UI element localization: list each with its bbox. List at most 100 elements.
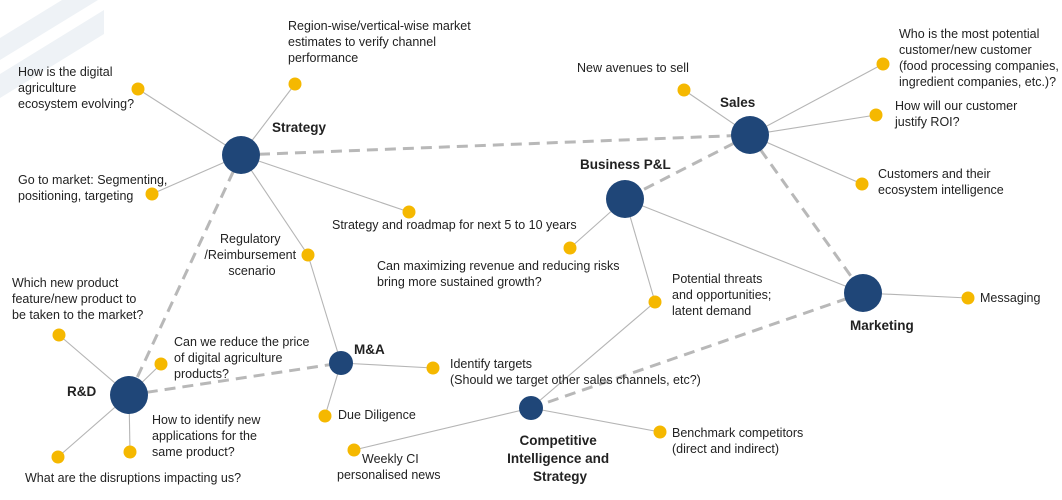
reduce-price-dot[interactable]	[154, 357, 168, 371]
new-product-item[interactable]: Which new product feature/new product to…	[12, 276, 143, 342]
new-applications-dot[interactable]	[123, 445, 137, 459]
marketing-node[interactable]	[844, 274, 882, 312]
strategy-roadmap-item[interactable]: Strategy and roadmap for next 5 to 10 ye…	[332, 205, 577, 233]
weekly-ci-dot[interactable]	[347, 443, 361, 457]
threats-item[interactable]: Potential threats and opportunities; lat…	[648, 272, 775, 318]
strategy-label: Strategy	[272, 120, 327, 135]
dashed-connections	[127, 133, 865, 410]
rd-node[interactable]	[110, 376, 148, 414]
connection-sales-potential_customer	[749, 63, 884, 136]
sales-label: Sales	[720, 95, 755, 110]
connection-sales-business_pl	[624, 133, 751, 201]
disruptions-item[interactable]: What are the disruptions impacting us?	[25, 450, 241, 486]
region-wise-item[interactable]: Region-wise/vertical-wise market estimat…	[288, 19, 474, 91]
sales-hub[interactable]: Sales	[720, 95, 769, 154]
messaging-item[interactable]: Messaging	[961, 291, 1041, 305]
go-to-market-item[interactable]: Go to market: Segmenting, positioning, t…	[18, 173, 171, 203]
connection-strategy-regulatory	[240, 154, 309, 256]
due-diligence-item[interactable]: Due Diligence	[318, 408, 416, 423]
marketing-hub[interactable]: Marketing	[844, 274, 914, 333]
customers-ecosystem-item[interactable]: Customers and their ecosystem intelligen…	[855, 167, 1004, 197]
benchmark-dot[interactable]	[653, 425, 667, 439]
go-to-market-label: Go to market: Segmenting, positioning, t…	[18, 173, 171, 203]
reduce-price-label: Can we reduce the price of digital agric…	[174, 335, 313, 381]
digital-ag-dot[interactable]	[131, 82, 145, 96]
identify-targets-item[interactable]: Identify targets (Should we target other…	[426, 357, 701, 387]
connection-sales-customers_ecosystem	[749, 134, 863, 185]
weekly-ci-label: Weekly CI personalised news	[337, 452, 441, 482]
connection-ci-weekly_ci	[353, 407, 532, 451]
corner-decoration	[0, 0, 104, 98]
connection-ci-benchmark	[530, 407, 661, 433]
identify-targets-dot[interactable]	[426, 361, 440, 375]
connection-strategy-sales	[240, 133, 751, 157]
new-applications-label: How to identify new applications for the…	[152, 413, 264, 459]
customers-ecosystem-dot[interactable]	[855, 177, 869, 191]
connection-ma-identify_targets	[340, 362, 434, 369]
business-pl-hub[interactable]: Business P&L	[580, 157, 671, 218]
messaging-dot[interactable]	[961, 291, 975, 305]
ma-node[interactable]	[329, 351, 353, 375]
new-avenues-item[interactable]: New avenues to sell	[577, 61, 691, 97]
connection-sales-justify_roi	[749, 114, 877, 136]
regulatory-label: Regulatory /Reimbursement scenario	[204, 232, 299, 278]
rd-hub[interactable]: R&D	[67, 376, 148, 414]
connection-regulatory-ma	[307, 254, 342, 364]
digital-ag-label: How is the digital agriculture ecosystem…	[18, 65, 134, 111]
benchmark-item[interactable]: Benchmark competitors (direct and indire…	[653, 425, 807, 457]
new-applications-item[interactable]: How to identify new applications for the…	[123, 413, 264, 459]
ci-label: Competitive Intelligence and Strategy	[507, 433, 613, 484]
messaging-label: Messaging	[980, 291, 1040, 305]
business-pl-label: Business P&L	[580, 157, 671, 172]
connection-business_pl-marketing	[624, 198, 864, 294]
new-avenues-dot[interactable]	[677, 83, 691, 97]
customers-ecosystem-label: Customers and their ecosystem intelligen…	[878, 167, 1004, 197]
ci-node[interactable]	[519, 396, 543, 420]
potential-customer-dot[interactable]	[876, 57, 890, 71]
potential-customer-item[interactable]: Who is the most potential customer/new c…	[876, 27, 1062, 89]
due-diligence-dot[interactable]	[318, 409, 332, 423]
identify-targets-label: Identify targets (Should we target other…	[450, 357, 701, 387]
regulatory-item[interactable]: Regulatory /Reimbursement scenario	[204, 232, 315, 278]
connection-ci-marketing	[530, 291, 864, 410]
connection-strategy-rd	[127, 154, 243, 396]
rd-label: R&D	[67, 384, 96, 399]
disruptions-label: What are the disruptions impacting us?	[25, 471, 241, 485]
maximizing-revenue-item[interactable]: Can maximizing revenue and reducing risk…	[377, 241, 623, 290]
region-wise-dot[interactable]	[288, 77, 302, 91]
go-to-market-dot[interactable]	[145, 187, 159, 201]
maximizing-revenue-dot[interactable]	[563, 241, 577, 255]
region-wise-label: Region-wise/vertical-wise market estimat…	[288, 19, 474, 65]
justify-roi-dot[interactable]	[869, 108, 883, 122]
ci-hub[interactable]: Competitive Intelligence and Strategy	[507, 396, 613, 484]
maximizing-revenue-label: Can maximizing revenue and reducing risk…	[377, 259, 623, 289]
strategy-roadmap-label: Strategy and roadmap for next 5 to 10 ye…	[332, 218, 577, 232]
new-product-label: Which new product feature/new product to…	[12, 276, 143, 322]
benchmark-label: Benchmark competitors (direct and indire…	[672, 426, 807, 456]
disruptions-dot[interactable]	[51, 450, 65, 464]
regulatory-dot[interactable]	[301, 248, 315, 262]
potential-customer-label: Who is the most potential customer/new c…	[899, 27, 1062, 89]
justify-roi-item[interactable]: How will our customer justify ROI?	[869, 99, 1021, 129]
business-pl-node[interactable]	[606, 180, 644, 218]
strategy-node[interactable]	[222, 136, 260, 174]
threats-label: Potential threats and opportunities; lat…	[672, 272, 775, 318]
digital-ag-item[interactable]: How is the digital agriculture ecosystem…	[18, 65, 145, 111]
connection-strategy-strategy_roadmap	[240, 154, 410, 213]
new-product-dot[interactable]	[52, 328, 66, 342]
connection-ci-threats	[530, 301, 656, 409]
due-diligence-label: Due Diligence	[338, 408, 416, 422]
sales-node[interactable]	[731, 116, 769, 154]
strategy-hub[interactable]: Strategy	[222, 120, 327, 174]
ma-label: M&A	[354, 342, 385, 357]
marketing-label: Marketing	[850, 318, 914, 333]
justify-roi-label: How will our customer justify ROI?	[894, 99, 1021, 129]
ma-hub[interactable]: M&A	[329, 342, 385, 375]
strategy-roadmap-dot[interactable]	[402, 205, 416, 219]
weekly-ci-item[interactable]: Weekly CI personalised news	[337, 443, 441, 483]
solid-connections	[57, 63, 969, 458]
reduce-price-item[interactable]: Can we reduce the price of digital agric…	[154, 335, 313, 381]
threats-dot[interactable]	[648, 295, 662, 309]
connection-sales-marketing	[748, 134, 865, 294]
